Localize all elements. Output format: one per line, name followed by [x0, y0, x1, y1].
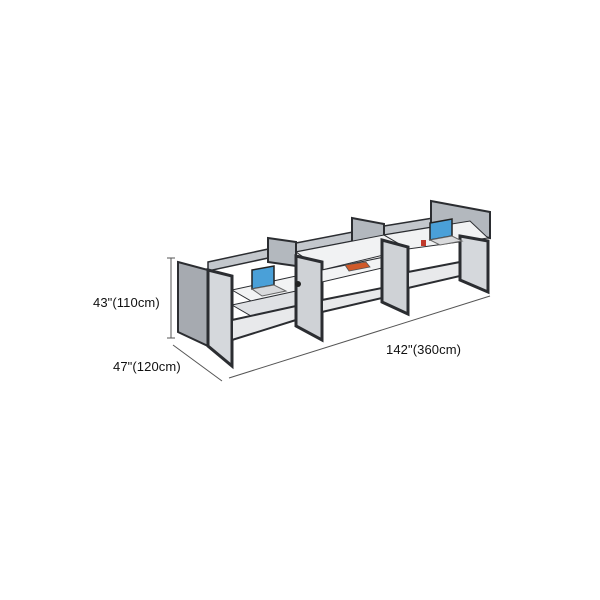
width-dimension-line	[228, 295, 491, 379]
laptop-2-base	[428, 235, 464, 246]
desk-lamp-icon	[295, 281, 301, 287]
depth-dimension-label: 47"(120cm)	[113, 359, 181, 374]
height-dimension-label: 43"(110cm)	[93, 295, 160, 310]
mug-icon	[421, 240, 426, 246]
right-end-panel	[458, 234, 490, 295]
front-modesty-panel-2	[321, 286, 383, 314]
left-end-panel-2	[206, 268, 234, 370]
desk-props	[250, 218, 464, 297]
divider-panel-2	[380, 238, 410, 317]
left-end-panel	[177, 260, 209, 348]
front-modesty-panel-3	[407, 260, 461, 290]
dimension-lines	[167, 257, 491, 382]
screen-post-1	[267, 236, 297, 268]
books-icon	[344, 261, 371, 272]
width-dimension-label: 142"(360cm)	[386, 342, 462, 357]
depth-dimension-line	[172, 344, 223, 382]
divider-panel-1	[294, 254, 324, 343]
laptop-1-base	[250, 284, 288, 297]
